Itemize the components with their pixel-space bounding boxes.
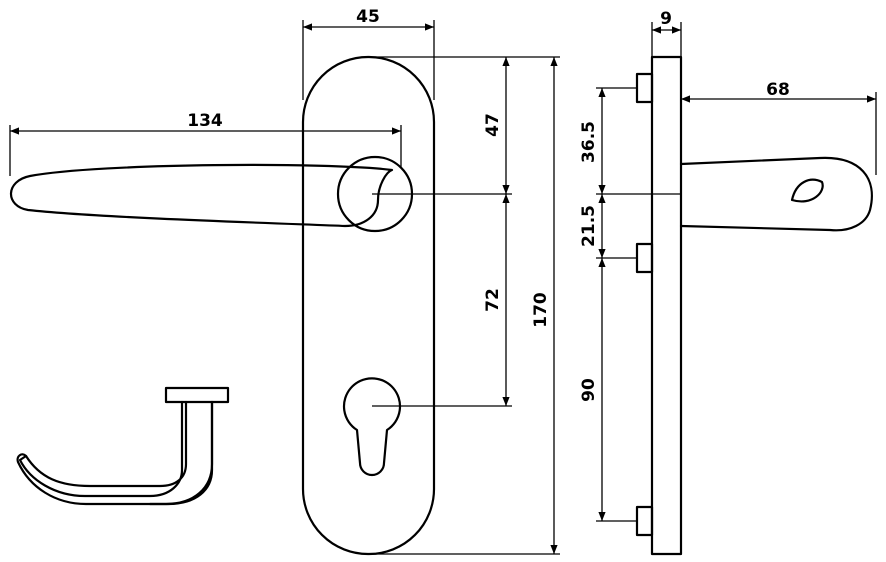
side-lever-tip xyxy=(790,178,824,203)
return-rose xyxy=(164,386,230,404)
fixing-stud-bottom xyxy=(635,505,654,537)
lever-arm xyxy=(10,163,394,228)
backplate-outline xyxy=(301,55,436,556)
dim-plate-height: 170 xyxy=(531,292,551,328)
lever-return-view xyxy=(16,386,230,506)
dim-top-to-spindle-side: 36.5 xyxy=(579,121,599,163)
dim-spindle-to-keyhole: 72 xyxy=(483,288,503,312)
dim-top-to-spindle: 47 xyxy=(483,113,503,137)
euro-cylinder-keyhole xyxy=(342,377,402,477)
dim-fixing-spacing: 90 xyxy=(579,378,599,402)
dim-plate-width: 45 xyxy=(356,7,380,27)
dimensions: 134 45 47 72 170 9 68 xyxy=(9,7,877,555)
dim-lever-length: 134 xyxy=(187,111,223,131)
front-view xyxy=(10,55,436,556)
fixing-stud-top xyxy=(635,72,654,104)
return-lever xyxy=(18,400,214,506)
fixing-stud-middle xyxy=(635,242,654,274)
dim-plate-thickness: 9 xyxy=(660,9,672,29)
dim-projection: 68 xyxy=(766,80,790,100)
side-lever xyxy=(679,156,873,232)
side-plate xyxy=(650,55,683,556)
dim-spindle-to-fixing: 21.5 xyxy=(579,205,599,247)
side-view xyxy=(635,55,873,556)
